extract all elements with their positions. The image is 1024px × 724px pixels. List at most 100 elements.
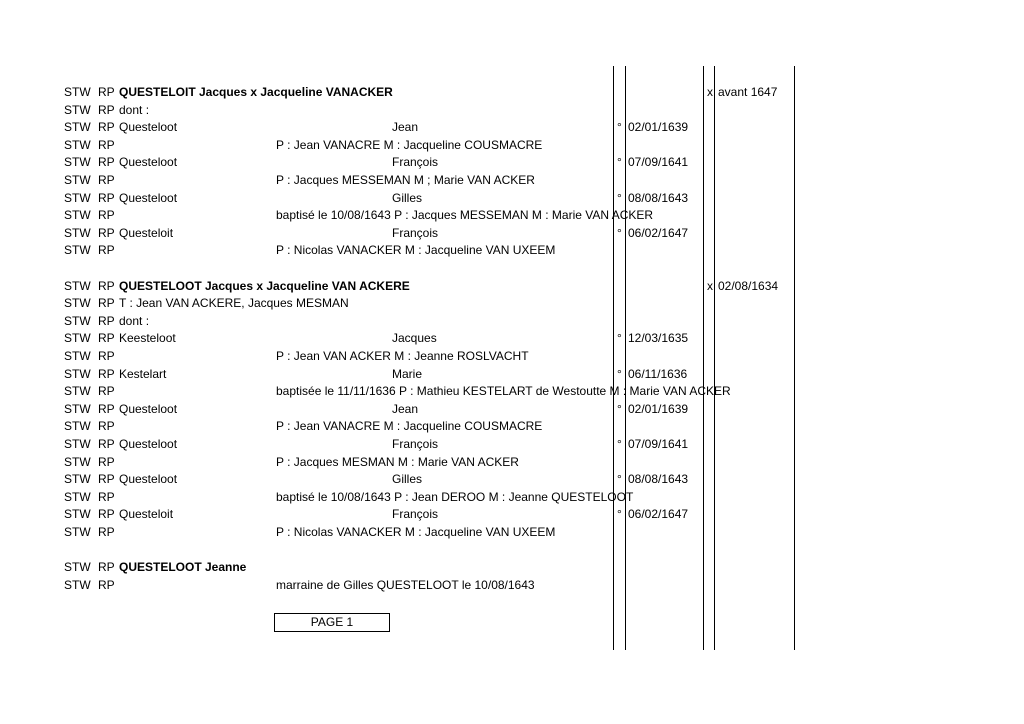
birth-date-cell: 08/08/1643 (628, 472, 689, 487)
birth-date-cell: 07/09/1641 (628, 155, 689, 170)
code-cell: STW (64, 243, 91, 258)
birth-date-cell: 02/01/1639 (628, 120, 689, 135)
birth-symbol: ° (617, 190, 622, 205)
marriage-date-cell: 02/08/1634 (718, 278, 779, 293)
code-cell: STW (64, 225, 91, 240)
code-cell: STW (64, 507, 91, 522)
name-cell: dont : (119, 313, 150, 328)
detail-cell: P : Jean VAN ACKER M : Jeanne ROSLVACHT (276, 349, 529, 363)
code-cell: STW (64, 577, 91, 592)
rp-cell: RP (98, 208, 115, 223)
name-cell: Keesteloot (119, 331, 176, 346)
code-cell: STW (64, 419, 91, 434)
rp-cell: RP (98, 489, 115, 504)
detail-cell: baptisé le 10/08/1643 P : Jean DEROO M :… (276, 489, 634, 504)
register-row: STW RP baptisé le 10/08/1643 P : Jean DERO… (0, 489, 1024, 507)
rp-cell: RP (98, 296, 115, 311)
name-cell: Questeloot (119, 120, 178, 135)
name-cell: Questeloit (119, 507, 174, 522)
code-cell: STW (64, 349, 91, 363)
code-cell: STW (64, 401, 91, 416)
code-cell: STW (64, 173, 91, 187)
code-cell: STW (64, 120, 91, 135)
detail-cell: baptisée le 11/11/1636 P : Mathieu KESTE… (276, 384, 731, 399)
rp-cell: RP (98, 85, 115, 99)
register-row: STW RP QUESTELOOT Jeanne (0, 559, 1024, 577)
column-rule (625, 66, 626, 650)
first-name-cell: Jacques (392, 331, 437, 346)
first-name-cell: Jean (392, 401, 419, 416)
code-cell: STW (64, 313, 91, 328)
name-cell: Questeloit (119, 225, 174, 240)
first-name-cell: François (392, 507, 439, 522)
rp-cell: RP (98, 525, 115, 539)
name-cell: Questeloot (119, 472, 178, 487)
code-cell: STW (64, 525, 91, 539)
birth-symbol: ° (617, 401, 622, 416)
rp-cell: RP (98, 437, 115, 451)
birth-date-cell: 12/03/1635 (628, 331, 689, 346)
code-cell: STW (64, 454, 91, 469)
first-name-cell: Gilles (392, 472, 423, 487)
code-cell: STW (64, 560, 91, 575)
rp-cell: RP (98, 454, 115, 469)
birth-date-cell: 08/08/1643 (628, 190, 689, 205)
code-cell: STW (64, 331, 91, 346)
marriage-symbol: x (707, 278, 713, 293)
rp-cell: RP (98, 401, 115, 416)
code-cell: STW (64, 208, 91, 223)
detail-cell: P : Jacques MESMAN M : Marie VAN ACKER (276, 454, 519, 469)
rp-cell: RP (98, 137, 115, 152)
name-cell: Questeloot (119, 401, 178, 416)
birth-symbol: ° (617, 366, 622, 381)
column-rule (794, 66, 795, 650)
name-cell: QUESTELOOT Jeanne (119, 560, 247, 575)
birth-symbol: ° (617, 472, 622, 487)
marriage-symbol: x (707, 85, 713, 99)
rp-cell: RP (98, 173, 115, 187)
rp-cell: RP (98, 190, 115, 205)
code-cell: STW (64, 489, 91, 504)
rp-cell: RP (98, 243, 115, 258)
birth-date-cell: 06/02/1647 (628, 225, 689, 240)
name-cell: T : Jean VAN ACKERE, Jacques MESMAN (119, 296, 349, 311)
birth-symbol: ° (617, 225, 622, 240)
code-cell: STW (64, 137, 91, 152)
code-cell: STW (64, 155, 91, 170)
name-cell: dont : (119, 102, 150, 117)
first-name-cell: Marie (392, 366, 423, 381)
rp-cell: RP (98, 278, 115, 293)
column-rule (613, 66, 614, 650)
birth-symbol: ° (617, 155, 622, 170)
name-cell: Questeloot (119, 155, 178, 170)
birth-symbol: ° (617, 437, 622, 451)
rp-cell: RP (98, 577, 115, 592)
rp-cell: RP (98, 225, 115, 240)
code-cell: STW (64, 102, 91, 117)
first-name-cell: François (392, 155, 439, 170)
birth-symbol: ° (617, 331, 622, 346)
rp-cell: RP (98, 472, 115, 487)
code-cell: STW (64, 437, 91, 451)
name-cell: QUESTELOIT Jacques x Jacqueline VANACKER (119, 85, 393, 99)
rp-cell: RP (98, 560, 115, 575)
first-name-cell: François (392, 225, 439, 240)
first-name-cell: Jean (392, 120, 419, 135)
detail-cell: P : Jacques MESSEMAN M ; Marie VAN ACKER (276, 173, 535, 187)
detail-cell: baptisé le 10/08/1643 P : Jacques MESSEM… (276, 208, 654, 223)
detail-cell: P : Jean VANACRE M : Jacqueline COUSMACR… (276, 419, 543, 434)
rp-cell: RP (98, 507, 115, 522)
rp-cell: RP (98, 313, 115, 328)
